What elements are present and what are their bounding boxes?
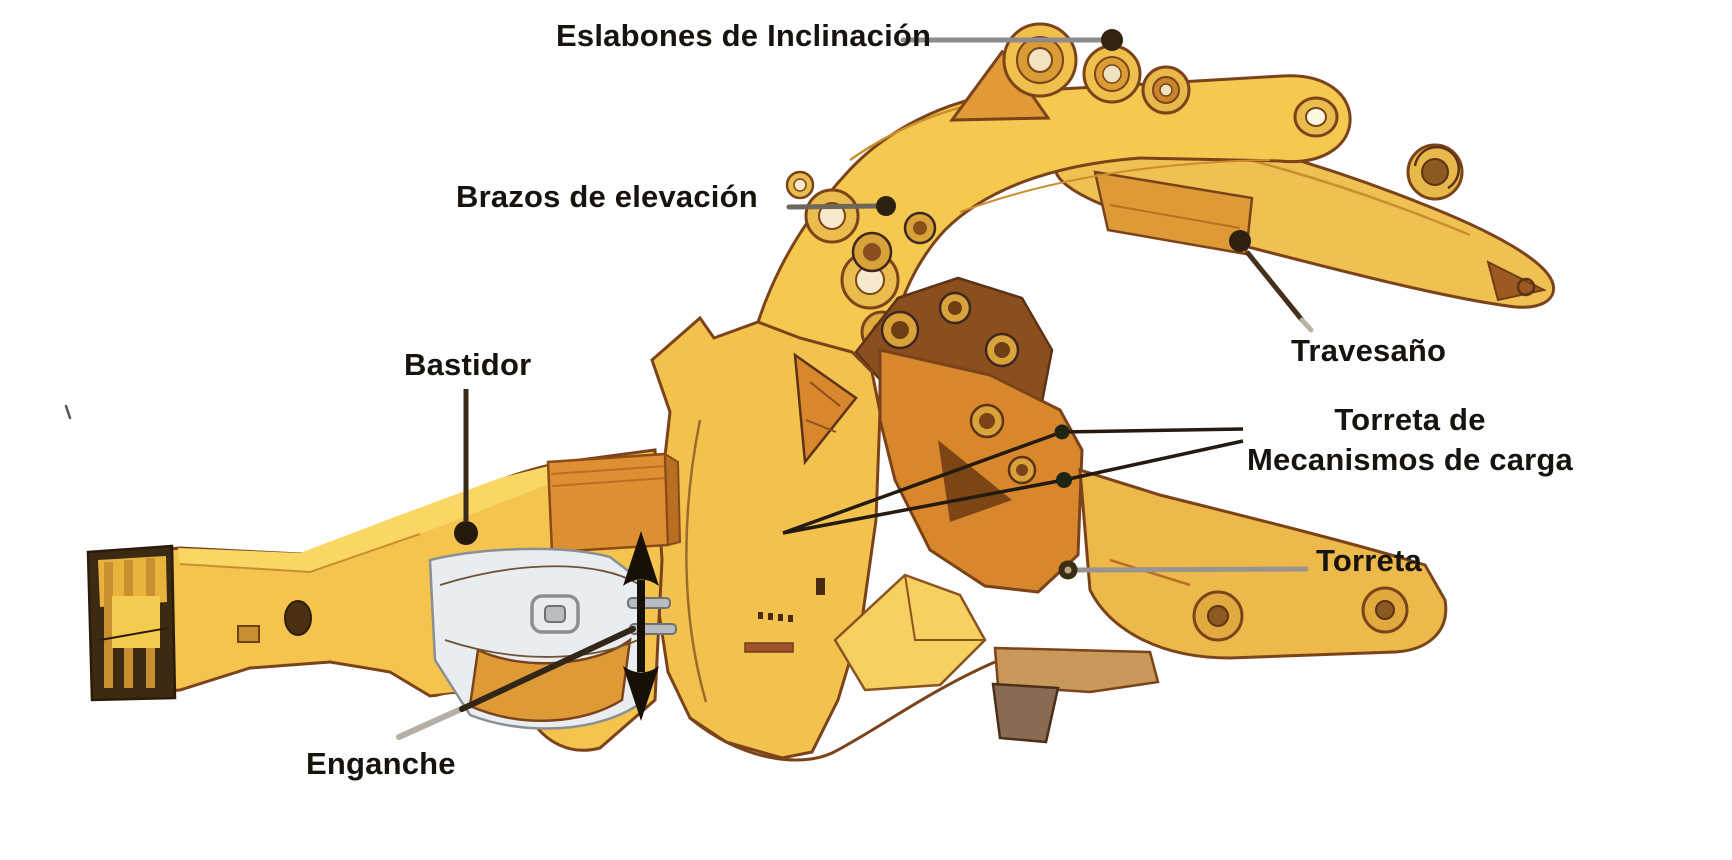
turret-foot bbox=[991, 646, 1160, 744]
label-torreta: Torreta bbox=[1316, 543, 1422, 578]
tilt-link-coil-2 bbox=[1082, 44, 1142, 104]
hitch-pin bbox=[627, 597, 671, 609]
leader-dot-mecanismos-upper bbox=[1054, 424, 1070, 440]
label-bastidor: Bastidor bbox=[404, 347, 532, 382]
label-torreta-mecanismos-line2: Mecanismos de carga bbox=[1246, 442, 1573, 477]
tilt-link-coil-1 bbox=[1002, 22, 1078, 98]
leader-brazos bbox=[786, 196, 896, 216]
leader-dot-mecanismos-lower bbox=[1056, 472, 1072, 488]
frame-slot bbox=[237, 625, 260, 643]
frame-end-plate bbox=[86, 544, 177, 702]
hitch-area bbox=[428, 547, 677, 730]
turret-side-plate bbox=[878, 348, 1084, 594]
leader-travesano bbox=[1229, 230, 1314, 333]
stray-mark bbox=[64, 404, 72, 420]
leader-torreta-mecanismos bbox=[782, 424, 1244, 535]
label-torreta-mecanismos: Torreta de Mecanismos de carga bbox=[1200, 400, 1620, 480]
label-enganche: Enganche bbox=[306, 746, 456, 781]
leader-bastidor bbox=[454, 389, 478, 545]
leader-dot-bastidor bbox=[454, 521, 478, 545]
leader-dot-eslabones bbox=[1101, 29, 1123, 51]
hitch-pin bbox=[629, 623, 677, 635]
leader-eslabones bbox=[900, 29, 1123, 51]
leader-torreta bbox=[1058, 560, 1309, 580]
label-torreta-mecanismos-line1: Torreta de bbox=[1334, 402, 1486, 437]
turret-front-plate bbox=[650, 315, 996, 762]
leader-dot-travesano bbox=[1229, 230, 1251, 252]
leader-dot-brazos bbox=[876, 196, 896, 216]
leader-lines bbox=[396, 29, 1314, 740]
frame-orange-box bbox=[546, 452, 682, 554]
label-brazos-elevacion: Brazos de elevación bbox=[456, 179, 758, 214]
label-eslabones-inclinacion: Eslabones de Inclinación bbox=[556, 18, 932, 53]
hitch-buckle bbox=[530, 594, 580, 634]
tilt-link-coil-3 bbox=[1141, 65, 1191, 115]
label-travesano: Travesaño bbox=[1291, 333, 1447, 368]
right-support-plate bbox=[1078, 467, 1448, 660]
frame-hole bbox=[284, 600, 312, 636]
leader-enganche bbox=[396, 626, 636, 740]
double-arrow bbox=[623, 531, 659, 721]
